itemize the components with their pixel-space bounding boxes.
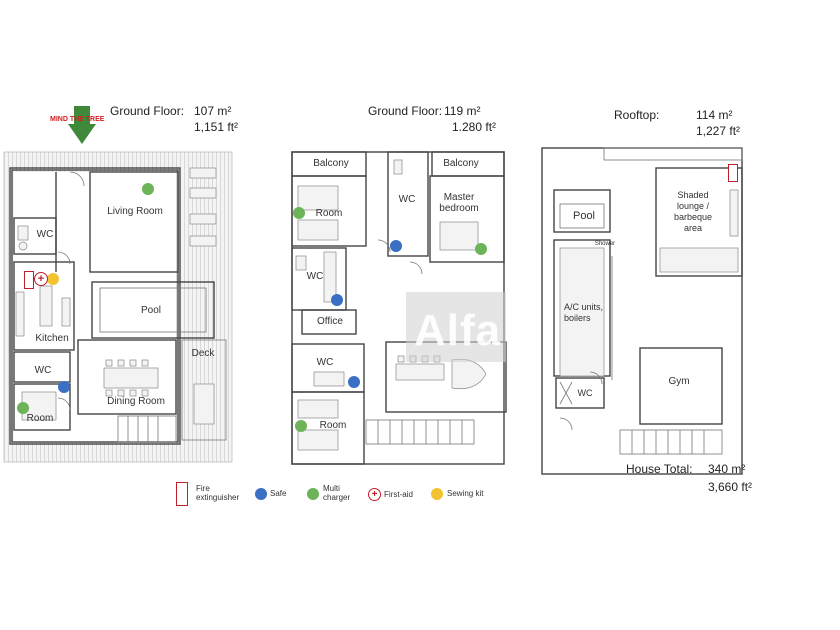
plan1-kitchen-label: Kitchen [35,333,69,344]
first-aid-icon: + [34,272,48,286]
mind-the-tree-label: MIND THE TREE [50,116,105,123]
plan2-safe-wc-low [348,376,360,388]
legend-charger: Multi charger [323,484,351,502]
plan1-charger-room [17,402,29,414]
plan3-area-m2: 114 m² [696,108,733,122]
legend-charger-swatch [307,488,319,500]
plan1-title: Ground Floor: [110,104,185,118]
plan3-title: Rooftop: [614,108,660,122]
plan2-title: Ground Floor: [368,104,443,118]
plan1-safe-room [58,381,70,393]
plan2-safe-wc-mid [331,294,343,306]
plan2-charger-master [475,243,487,255]
plan1-living-room-label: Living Room [107,206,163,217]
plan2-area-ft2: 1.280 ft² [452,120,497,134]
plan1-sewing-kitchen [47,273,59,285]
plan3-shaded-lounge-label: Shaded lounge / barbeque area [673,190,713,233]
plan1-wc2-label: WC [34,365,52,376]
plan2-balcony-right-label: Balcony [443,158,479,169]
legend-fire-extinguisher: Fire extinguisher [196,484,240,502]
plan1-pool-label: Pool [140,305,161,316]
house-total-ft2: 3,660 ft² [708,480,753,494]
plan2-charger-room-top [293,207,305,219]
plan2-safe-wc-top [390,240,402,252]
legend-safe: Safe [270,489,287,498]
plan3-gym-label: Gym [668,376,690,387]
fire-extinguisher-icon [176,482,188,506]
plan2-wc-low-label: WC [316,357,334,368]
plan2-room-low-label: Room [319,420,347,431]
plan1-drawing [3,151,233,463]
plan1-area-m2: 107 m² [194,104,232,118]
plan1-room-label: Room [26,413,54,424]
plan3-area-ft2: 1,227 ft² [696,124,741,138]
fire-extinguisher-icon [728,164,738,182]
plan3-pool-label: Pool [572,210,596,222]
plan3-shower-label: Shower [594,241,616,247]
plan1-area-ft2: 1,151 ft² [194,120,239,134]
plan2-room-top-label: Room [315,208,343,219]
legend-first-aid: First-aid [384,490,413,499]
plan3-ac-label: A/C units, boilers [564,302,604,323]
plan1-dining-room-label: Dining Room [107,396,165,407]
plan1-deck-label: Deck [191,348,215,359]
house-total-label: House Total: [626,462,693,476]
plan1-charger-living [142,183,154,195]
plan2-wc-mid-label: WC [306,271,324,282]
plan2-drawing [291,151,507,465]
plan1-wc-label: WC [36,229,54,240]
plan2-charger-room-low [295,420,307,432]
plan3-wc-label: WC [577,388,593,398]
first-aid-icon: + [368,488,381,501]
plan2-area-m2: 119 m² [444,104,481,118]
watermark: Alfa [414,306,502,355]
plan3-drawing [541,147,743,475]
plan2-balcony-left-label: Balcony [313,158,349,169]
plan2-master-bedroom-label: Master bedroom [439,192,479,214]
legend-safe-swatch [255,488,267,500]
fire-extinguisher-icon [24,271,34,289]
legend-sewing-kit: Sewing kit [447,489,484,498]
house-total-m2: 340 m² [708,462,746,476]
legend-sewing-swatch [431,488,443,500]
arrow-down-icon [68,106,96,144]
plan2-wc-top-label: WC [398,194,416,205]
plan2-office-label: Office [317,316,343,327]
